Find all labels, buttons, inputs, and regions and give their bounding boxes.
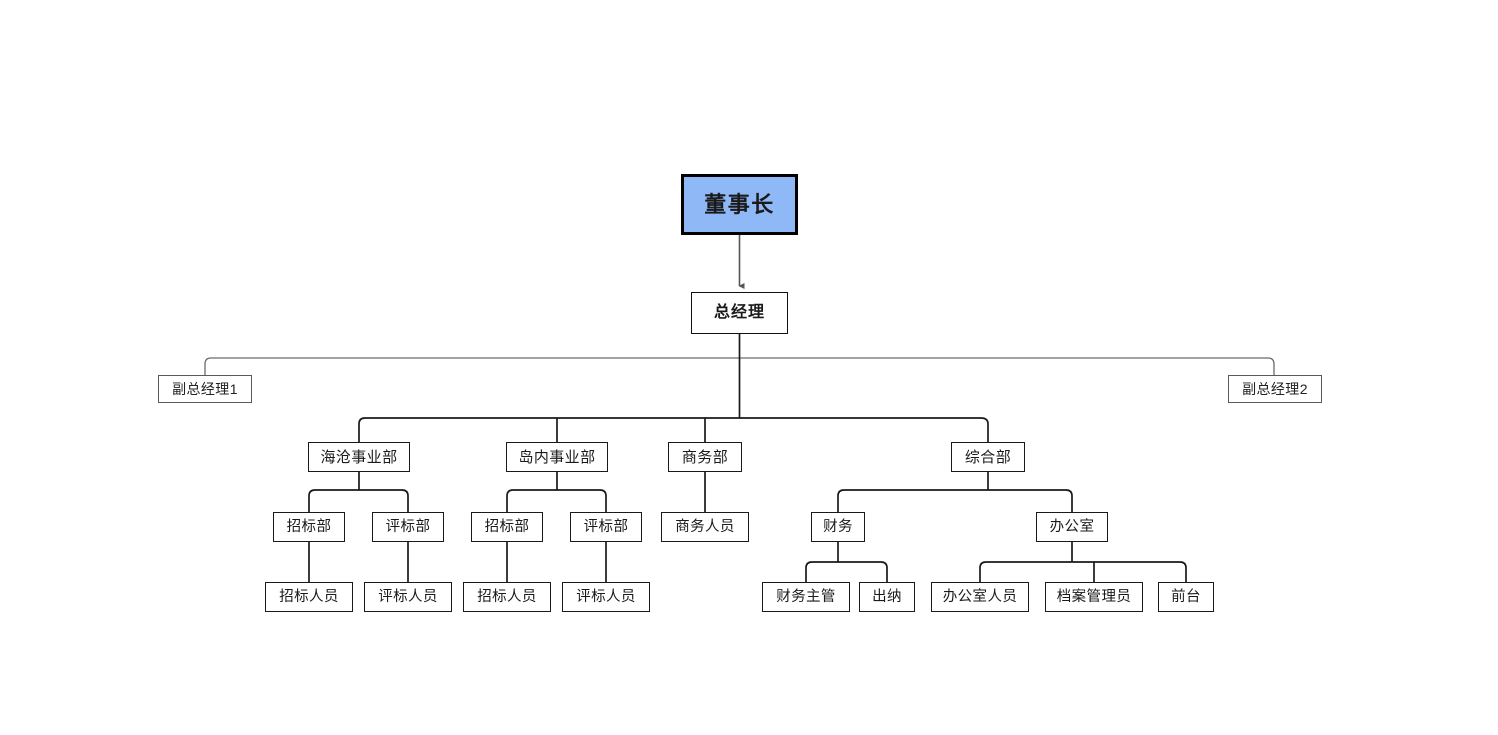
edge-dept-bus — [358, 417, 989, 442]
node-archive-manager[interactable]: 档案管理员 — [1045, 582, 1143, 612]
node-office-label: 办公室 — [1049, 518, 1095, 535]
node-dept-haicang-label: 海沧事业部 — [320, 448, 398, 466]
node-business-staff[interactable]: 商务人员 — [661, 512, 749, 542]
node-haicang-bidding-staff-label: 招标人员 — [279, 588, 339, 605]
node-finance[interactable]: 财务 — [811, 512, 865, 542]
edge-caiwu-bus — [805, 561, 888, 582]
node-daonei-evaluation-dept[interactable]: 评标部 — [570, 512, 642, 542]
node-finance-label: 财务 — [823, 518, 853, 535]
node-chairman-label: 董事长 — [704, 191, 775, 217]
node-daonei-bidding-staff[interactable]: 招标人员 — [463, 582, 551, 612]
node-daonei-bidding-dept-label: 招标部 — [484, 518, 530, 535]
node-general-manager[interactable]: 总经理 — [691, 292, 788, 334]
node-office[interactable]: 办公室 — [1036, 512, 1108, 542]
node-haicang-bidding-dept-label: 招标部 — [286, 518, 332, 535]
node-deputy-manager-1-label: 副总经理1 — [172, 381, 238, 397]
node-finance-supervisor[interactable]: 财务主管 — [762, 582, 850, 612]
node-business-staff-label: 商务人员 — [675, 518, 735, 535]
node-deputy-manager-2[interactable]: 副总经理2 — [1228, 375, 1322, 403]
node-reception[interactable]: 前台 — [1158, 582, 1214, 612]
edge-daonei-bus — [506, 489, 607, 512]
node-daonei-evaluation-dept-label: 评标部 — [583, 518, 629, 535]
node-office-staff-label: 办公室人员 — [942, 588, 1018, 605]
node-deputy-manager-2-label: 副总经理2 — [1242, 381, 1308, 397]
node-dept-daonei[interactable]: 岛内事业部 — [506, 442, 608, 472]
node-haicang-evaluation-staff-label: 评标人员 — [378, 588, 438, 605]
node-finance-supervisor-label: 财务主管 — [776, 588, 836, 605]
node-reception-label: 前台 — [1171, 588, 1201, 605]
node-general-manager-label: 总经理 — [713, 304, 765, 321]
node-dept-haicang[interactable]: 海沧事业部 — [308, 442, 410, 472]
node-daonei-evaluation-staff-label: 评标人员 — [576, 588, 636, 605]
node-haicang-bidding-staff[interactable]: 招标人员 — [265, 582, 353, 612]
node-cashier-label: 出纳 — [872, 588, 902, 605]
node-chairman[interactable]: 董事长 — [681, 174, 798, 235]
node-dept-general-affairs[interactable]: 综合部 — [951, 442, 1025, 472]
node-deputy-manager-1[interactable]: 副总经理1 — [158, 375, 252, 403]
edge-gm-to-deputy-bus — [204, 357, 1275, 375]
node-archive-manager-label: 档案管理员 — [1056, 588, 1132, 605]
node-cashier[interactable]: 出纳 — [859, 582, 915, 612]
node-daonei-bidding-staff-label: 招标人员 — [477, 588, 537, 605]
node-haicang-bidding-dept[interactable]: 招标部 — [273, 512, 345, 542]
node-daonei-bidding-dept[interactable]: 招标部 — [471, 512, 543, 542]
node-dept-business[interactable]: 商务部 — [668, 442, 742, 472]
node-office-staff[interactable]: 办公室人员 — [931, 582, 1029, 612]
edge-zonghe-bus — [837, 489, 1073, 512]
node-dept-daonei-label: 岛内事业部 — [518, 448, 596, 466]
edge-bangongshi-bus — [979, 561, 1187, 582]
node-haicang-evaluation-staff[interactable]: 评标人员 — [364, 582, 452, 612]
node-dept-business-label: 商务部 — [681, 448, 729, 466]
node-daonei-evaluation-staff[interactable]: 评标人员 — [562, 582, 650, 612]
node-dept-general-affairs-label: 综合部 — [964, 448, 1012, 466]
node-haicang-evaluation-dept-label: 评标部 — [385, 518, 431, 535]
node-haicang-evaluation-dept[interactable]: 评标部 — [372, 512, 444, 542]
edge-haicang-bus — [308, 489, 409, 512]
